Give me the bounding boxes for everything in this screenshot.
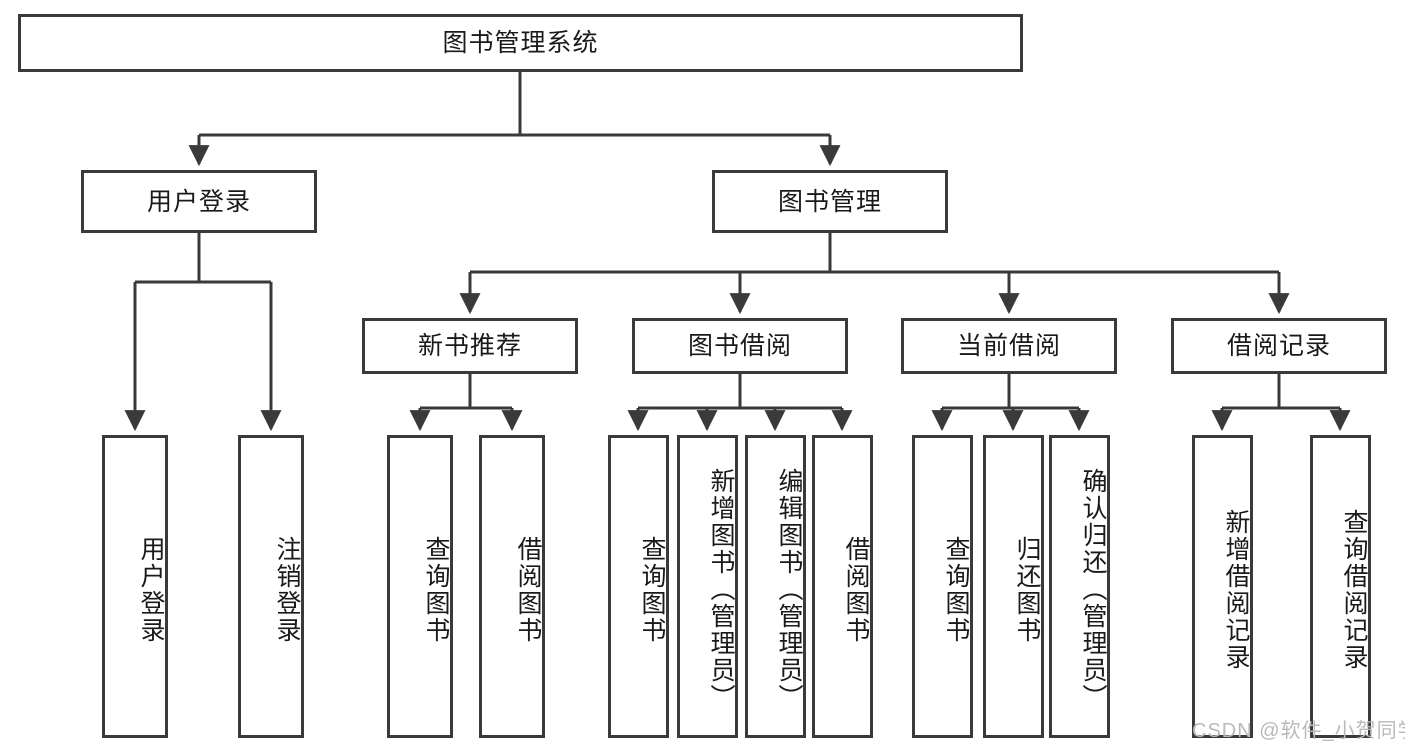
leaf-return-book[interactable]: 归还图书 <box>983 435 1044 738</box>
node-book-borrow[interactable]: 图书借阅 <box>632 318 848 374</box>
leaf-query-borrow-record[interactable]: 查询借阅记录 <box>1310 435 1371 738</box>
node-book-borrow-label: 图书借阅 <box>687 332 792 360</box>
node-root-label: 图书管理系统 <box>442 29 599 57</box>
node-new-book-recommend-label: 新书推荐 <box>417 332 522 360</box>
leaf-borrow-book-recommend[interactable]: 借阅图书 <box>479 435 545 738</box>
leaf-return-book-label: 归还图书 <box>1013 535 1041 644</box>
leaf-borrow-book-recommend-label: 借阅图书 <box>514 535 542 644</box>
leaf-query-book-current-label: 查询图书 <box>942 535 970 644</box>
node-current-borrow-label: 当前借阅 <box>956 332 1061 360</box>
leaf-query-book-recommend[interactable]: 查询图书 <box>387 435 453 738</box>
node-user-login-label: 用户登录 <box>146 187 251 216</box>
leaf-query-book-borrow[interactable]: 查询图书 <box>608 435 669 738</box>
leaf-query-borrow-record-label: 查询借阅记录 <box>1340 508 1368 671</box>
leaf-query-book-current[interactable]: 查询图书 <box>912 435 973 738</box>
node-root[interactable]: 图书管理系统 <box>18 14 1023 72</box>
leaf-add-borrow-record[interactable]: 新增借阅记录 <box>1192 435 1253 738</box>
node-current-borrow[interactable]: 当前借阅 <box>901 318 1117 374</box>
node-user-login[interactable]: 用户登录 <box>81 170 317 233</box>
node-borrow-records[interactable]: 借阅记录 <box>1171 318 1387 374</box>
leaf-edit-book-admin-label: 编辑图书（管理员） <box>775 468 803 711</box>
leaf-query-book-borrow-label: 查询图书 <box>638 535 666 644</box>
node-book-management[interactable]: 图书管理 <box>712 170 948 233</box>
node-book-management-label: 图书管理 <box>777 187 882 216</box>
leaf-borrow-book[interactable]: 借阅图书 <box>812 435 873 738</box>
leaf-add-borrow-record-label: 新增借阅记录 <box>1222 508 1250 671</box>
leaf-user-logout[interactable]: 注销登录 <box>238 435 304 738</box>
leaf-user-login-label: 用户登录 <box>137 535 165 644</box>
node-new-book-recommend[interactable]: 新书推荐 <box>362 318 578 374</box>
leaf-confirm-return-admin-label: 确认归还（管理员） <box>1079 468 1107 711</box>
leaf-confirm-return-admin[interactable]: 确认归还（管理员） <box>1049 435 1110 738</box>
leaf-edit-book-admin[interactable]: 编辑图书（管理员） <box>745 435 806 738</box>
leaf-query-book-recommend-label: 查询图书 <box>422 535 450 644</box>
node-borrow-records-label: 借阅记录 <box>1226 332 1331 360</box>
leaf-add-book-admin-label: 新增图书（管理员） <box>707 468 735 711</box>
leaf-borrow-book-label: 借阅图书 <box>842 535 870 644</box>
leaf-user-login[interactable]: 用户登录 <box>102 435 168 738</box>
leaf-user-logout-label: 注销登录 <box>273 535 301 644</box>
leaf-add-book-admin[interactable]: 新增图书（管理员） <box>677 435 738 738</box>
csdn-watermark: CSDN @软件_小贺同学 <box>1192 720 1405 742</box>
